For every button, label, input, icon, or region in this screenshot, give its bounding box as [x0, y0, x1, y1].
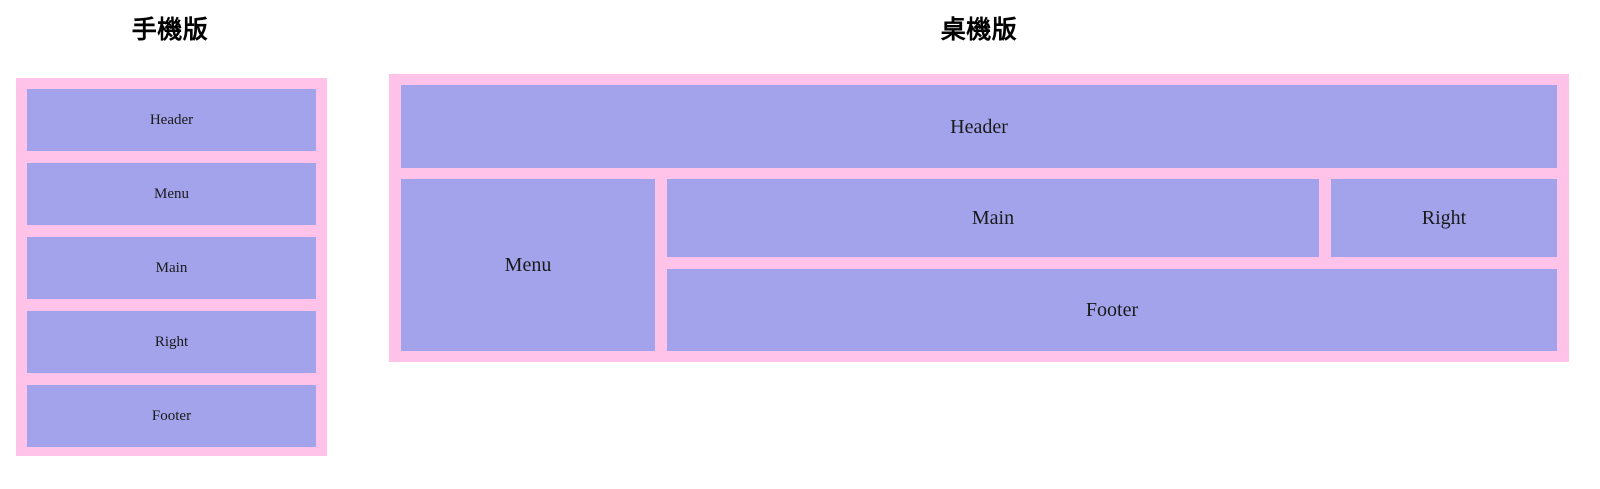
mobile-cell-main-label: Main [155, 259, 188, 276]
desktop-cell-header-label: Header [950, 115, 1008, 138]
desktop-cell-header: Header [401, 85, 1557, 168]
mobile-wireframe-container: Header Menu Main Right Footer [16, 78, 327, 456]
desktop-cell-footer: Footer [667, 269, 1557, 351]
mobile-cell-footer: Footer [27, 385, 316, 447]
desktop-wireframe-container: Header Menu Main Right Footer [389, 74, 1569, 362]
mobile-cell-menu-label: Menu [154, 185, 189, 202]
desktop-cell-menu-label: Menu [504, 254, 552, 276]
desktop-cell-right-label: Right [1421, 207, 1467, 229]
desktop-layout-title: 桌機版 [940, 16, 1018, 44]
desktop-cell-footer-label: Footer [1085, 299, 1139, 321]
mobile-cell-header-label: Header [149, 111, 194, 128]
desktop-cell-right: Right [1331, 179, 1557, 257]
mobile-layout-title: 手機版 [131, 16, 209, 44]
mobile-cell-right: Right [27, 311, 316, 373]
mobile-cell-menu: Menu [27, 163, 316, 225]
mobile-cell-footer-label: Footer [151, 407, 192, 424]
mobile-cell-main: Main [27, 237, 316, 299]
desktop-cell-menu: Menu [401, 179, 655, 351]
mobile-cell-right-label: Right [154, 333, 189, 350]
desktop-cell-main: Main [667, 179, 1319, 257]
desktop-cell-main-label: Main [971, 207, 1015, 229]
mobile-cell-header: Header [27, 89, 316, 151]
